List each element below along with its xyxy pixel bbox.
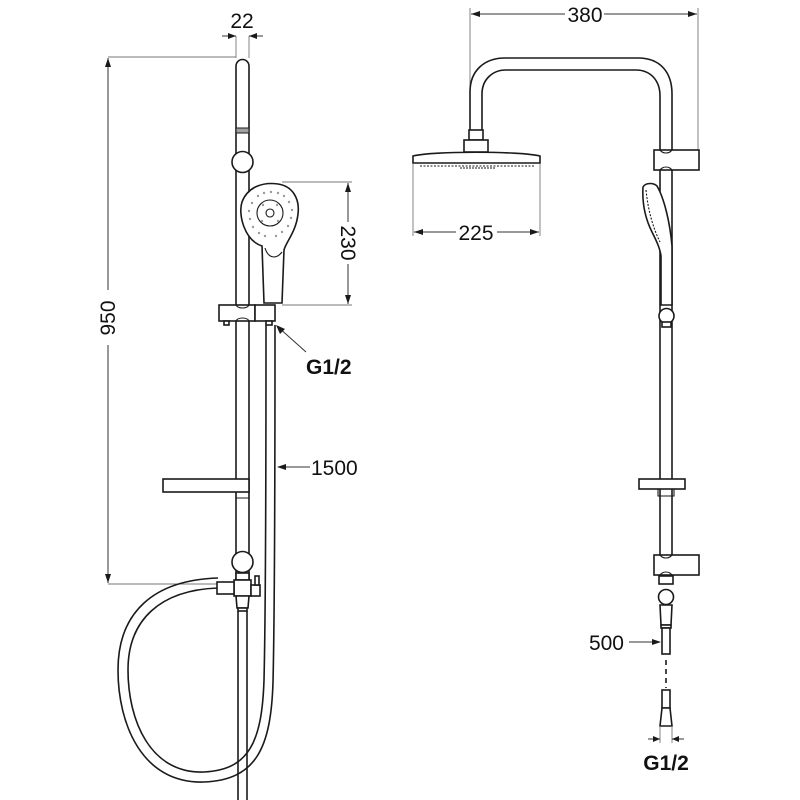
shower-arm — [469, 57, 673, 150]
slide-rail — [231, 58, 254, 588]
dimension-hand-shower-length: 230 — [282, 181, 359, 306]
wall-bracket — [653, 554, 700, 576]
dimension-inlet-length: 500 — [589, 632, 661, 655]
label-rail-diameter: 22 — [230, 10, 253, 33]
diverter-side — [657, 575, 675, 626]
hand-shower-front — [240, 182, 300, 304]
callout-hand-connection: G1/2 — [276, 325, 352, 379]
dimension-hose-length: 1500 — [277, 457, 358, 480]
label-hand-connection: G1/2 — [306, 356, 352, 379]
dimension-rail-diameter: 22 — [222, 10, 263, 58]
dimension-arm-projection: 380 — [469, 4, 699, 152]
diverter-valve — [216, 550, 261, 800]
right-view: 380 225 — [412, 4, 700, 775]
label-inlet-length: 500 — [589, 632, 624, 655]
label-hose-length: 1500 — [311, 457, 358, 480]
overhead-shower-head — [412, 129, 541, 169]
dimension-overhead-diameter: 225 — [412, 164, 541, 245]
label-hand-shower-length: 230 — [336, 225, 359, 260]
label-rail-height: 950 — [97, 300, 120, 335]
label-wall-connection: G1/2 — [643, 752, 689, 775]
left-view: 22 950 — [97, 10, 359, 800]
label-overhead-diameter: 225 — [458, 222, 493, 245]
inlet-pipe — [659, 624, 673, 727]
dimension-wall-connection: G1/2 — [643, 726, 689, 775]
soap-shelf-side — [638, 478, 686, 497]
shower-hose — [117, 325, 276, 783]
soap-shelf — [162, 478, 250, 499]
nozzle-dots — [247, 190, 294, 238]
label-arm-projection: 380 — [567, 4, 602, 27]
hand-shower-holder — [218, 304, 276, 326]
hand-shower-side — [642, 182, 675, 328]
dimension-rail-height: 950 — [97, 56, 236, 585]
